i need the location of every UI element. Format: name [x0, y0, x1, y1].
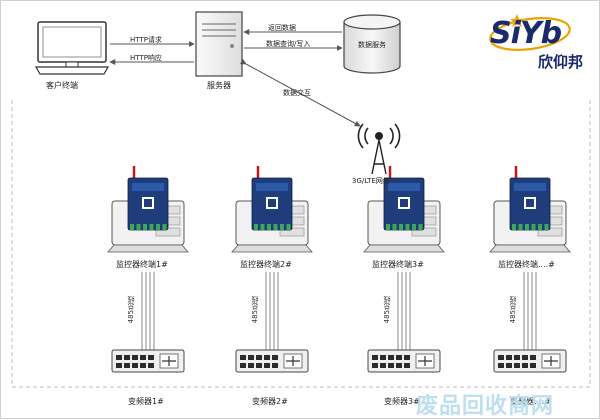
query-write-label: 数据查询/写入 [266, 40, 311, 48]
terminal-label: 监控器终端....# [498, 260, 555, 269]
rs485-bus-cable [397, 272, 411, 350]
cell-tower-icon [357, 123, 401, 175]
http-response-label: HTTP响应 [130, 54, 162, 62]
bus-label: 485总线 [383, 296, 391, 324]
inverter-icon [493, 349, 567, 373]
database-label: 数据服务 [358, 41, 386, 49]
inverter-label: 变频器....# [510, 397, 551, 406]
data-exchange-label: 数据交互 [283, 89, 311, 97]
client-computer-icon [34, 21, 110, 75]
logo-brand: SiYb [490, 16, 562, 51]
server-icon [195, 11, 243, 77]
station-4 [489, 166, 571, 373]
inverter-icon [111, 349, 185, 373]
terminal-label: 监控器终端1# [116, 260, 168, 269]
rtu-device-icon [127, 177, 169, 231]
network-label: 3G/LTE网络 [352, 177, 390, 185]
brand-logo: SiYb 欣仰邦 [484, 12, 594, 72]
db-links [243, 29, 343, 51]
http-links [109, 41, 195, 65]
station-3 [363, 166, 445, 373]
terminal-label: 监控器终端2# [240, 260, 292, 269]
rtu-device-icon [509, 177, 551, 231]
inverter-label: 变频器1# [128, 397, 164, 406]
station-2 [231, 166, 313, 373]
terminal-label: 监控器终端3# [372, 260, 424, 269]
bus-label: 485总线 [127, 296, 135, 324]
client-label: 客户终端 [46, 81, 78, 90]
rs485-bus-cable [265, 272, 279, 350]
server-label: 服务器 [207, 81, 231, 90]
inverter-icon [367, 349, 441, 373]
logo-name: 欣仰邦 [538, 53, 584, 71]
inverter-label: 变频器3# [384, 397, 420, 406]
rs485-bus-cable [141, 272, 155, 350]
rtu-device-icon [383, 177, 425, 231]
rtu-device-icon [251, 177, 293, 231]
inverter-icon [235, 349, 309, 373]
bus-label: 485总线 [509, 296, 517, 324]
bus-label: 485总线 [251, 296, 259, 324]
inverter-label: 变频器2# [252, 397, 288, 406]
station-1 [107, 166, 189, 373]
watermark: 废品回收商网 [416, 394, 555, 419]
return-data-label: 返回数据 [268, 24, 296, 32]
data-exchange-link [239, 58, 361, 127]
rs485-bus-cable [523, 272, 537, 350]
http-request-label: HTTP请求 [130, 36, 162, 44]
network-boundary [11, 100, 591, 388]
